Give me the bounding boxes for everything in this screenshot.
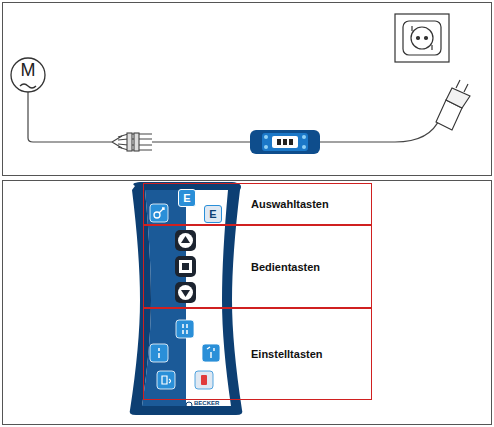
brand-logo: BECKER: [194, 400, 219, 406]
motor-cable: [28, 92, 112, 142]
node-text: M: [11, 58, 45, 82]
bottom-panel: [3, 181, 492, 425]
remote-control: [130, 182, 243, 415]
setting-device: [250, 130, 320, 154]
up-button: [175, 230, 196, 251]
cable: [152, 141, 252, 142]
node-text: Auswahltasten: [251, 198, 329, 210]
pairing-button: [150, 204, 168, 222]
select-button: E: [178, 189, 196, 207]
select-button: E: [204, 205, 222, 223]
button-group-frame: Bedientasten: [143, 225, 372, 308]
button-group-frame: Einstelltasten: [143, 308, 372, 400]
motor-circle: M: [11, 58, 45, 82]
setting-buttons: [150, 320, 220, 389]
button-group-frame: AuswahltastenEE: [143, 183, 372, 225]
node-text: E: [179, 190, 195, 206]
logo-symbol: [186, 402, 192, 408]
power-cable: [320, 118, 440, 142]
wall-socket: [395, 14, 449, 62]
ac-tilde: [20, 84, 36, 88]
power-plug: [436, 80, 470, 130]
node-text: E: [205, 206, 221, 222]
node-text: Einstelltasten: [251, 348, 323, 360]
top-panel: [3, 3, 492, 176]
node-text: Bedientasten: [251, 261, 320, 273]
down-button: [175, 282, 196, 303]
motor-symbol: [11, 58, 45, 92]
cable-connector: [112, 133, 152, 151]
stop-button: [175, 256, 196, 277]
